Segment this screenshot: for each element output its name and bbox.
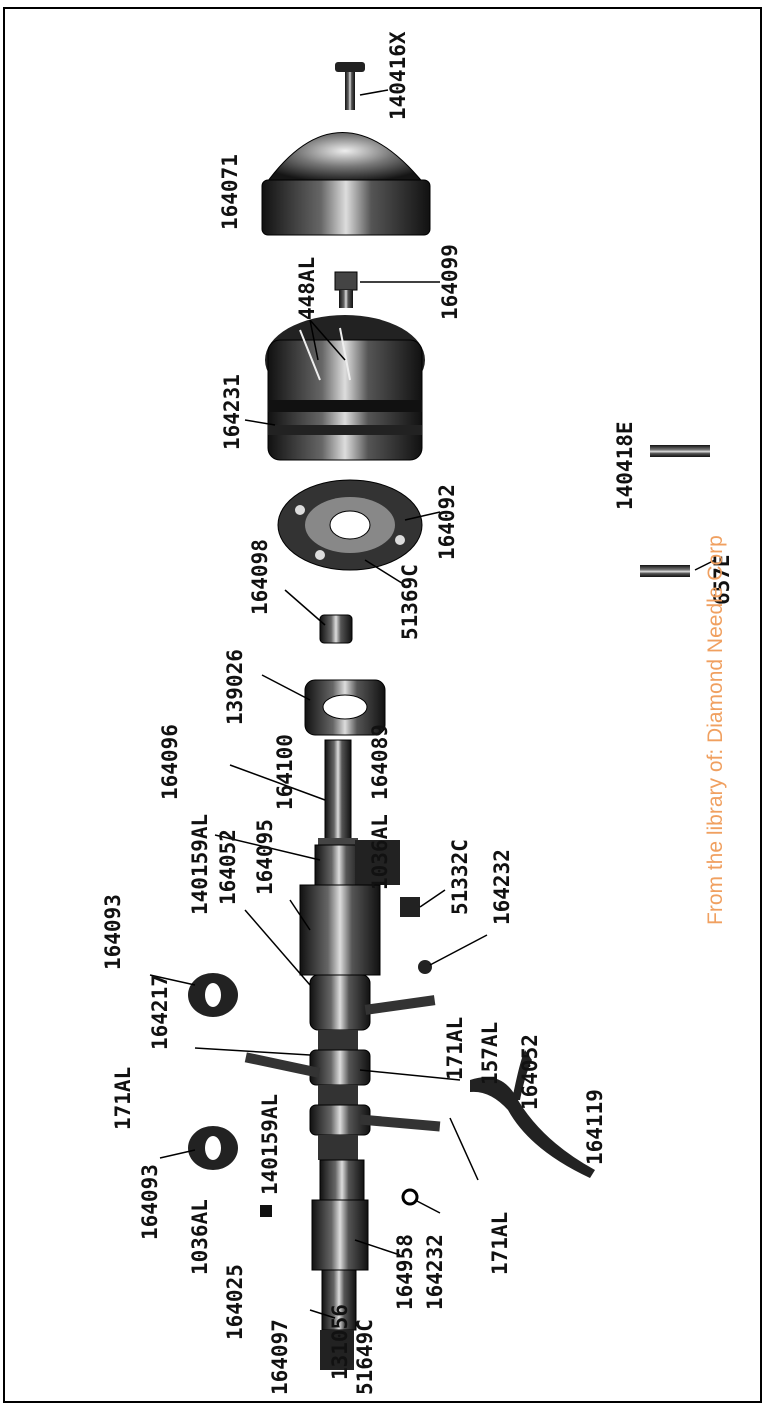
dome-cover-164071 xyxy=(261,132,431,236)
ball-164232-top xyxy=(418,960,432,974)
label-164092: 164092 xyxy=(435,484,459,560)
page-border xyxy=(3,7,762,1403)
bolt-657e xyxy=(640,565,690,577)
label-164025: 164025 xyxy=(223,1264,247,1340)
label-1036al-top: 1036AL xyxy=(368,814,392,890)
label-164099: 164099 xyxy=(438,244,462,320)
label-131056: 131056 xyxy=(328,1304,352,1380)
label-164217: 164217 xyxy=(148,974,172,1050)
label-51369c: 51369C xyxy=(398,564,422,640)
label-140418e: 140418E xyxy=(613,421,637,510)
label-164093-top: 164093 xyxy=(101,894,125,970)
ball-164232-bottom xyxy=(401,1188,419,1206)
label-448al: 448AL xyxy=(295,256,319,320)
label-164231: 164231 xyxy=(220,374,244,450)
label-164100: 164100 xyxy=(273,734,297,810)
bolt-140418e xyxy=(650,445,710,457)
wrench-164119 xyxy=(470,1077,595,1178)
nut-164098 xyxy=(319,614,353,644)
label-164096: 164096 xyxy=(158,724,182,800)
label-140416x: 140416X xyxy=(386,31,410,120)
screw-51332c xyxy=(400,897,420,917)
label-171al-lower-right: 171AL xyxy=(488,1211,512,1275)
label-164119: 164119 xyxy=(583,1089,607,1165)
label-164052-mid: 164052 xyxy=(518,1034,542,1110)
label-164232-bottom: 164232 xyxy=(423,1234,447,1310)
shaft-assembly xyxy=(299,739,400,1370)
label-164232-top: 164232 xyxy=(490,849,514,925)
label-164093-bottom: 164093 xyxy=(138,1164,162,1240)
label-51649c: 51649C xyxy=(353,1319,377,1395)
label-171al-left: 171AL xyxy=(111,1066,135,1130)
label-164089: 164089 xyxy=(368,724,392,800)
label-164097: 164097 xyxy=(268,1319,292,1395)
bearing-139026 xyxy=(304,679,386,736)
label-164052-top: 164052 xyxy=(216,829,240,905)
label-164098: 164098 xyxy=(248,539,272,615)
label-157al: 157AL xyxy=(478,1021,502,1085)
label-140159al-top: 140159AL xyxy=(188,813,212,915)
label-164071: 164071 xyxy=(218,154,242,230)
label-139026: 139026 xyxy=(223,649,247,725)
label-51332c: 51332C xyxy=(448,839,472,915)
nut-164093-top xyxy=(188,973,238,1017)
library-watermark: From the library of: Diamond Needle Corp xyxy=(704,535,727,925)
stud-164099 xyxy=(334,271,358,308)
connecting-rods xyxy=(244,995,441,1132)
label-171al-upper-right: 171AL xyxy=(443,1016,467,1080)
label-164095: 164095 xyxy=(253,819,277,895)
screw-140416x xyxy=(335,62,365,110)
flange-164092 xyxy=(277,479,423,571)
label-164958: 164958 xyxy=(393,1234,417,1310)
label-140159al-bottom: 140159AL xyxy=(258,1093,282,1195)
nut-164093-bottom xyxy=(188,1126,238,1170)
key-1036al-bottom xyxy=(260,1205,272,1217)
pulley-164231 xyxy=(265,315,425,461)
label-1036al-bottom: 1036AL xyxy=(188,1199,212,1275)
